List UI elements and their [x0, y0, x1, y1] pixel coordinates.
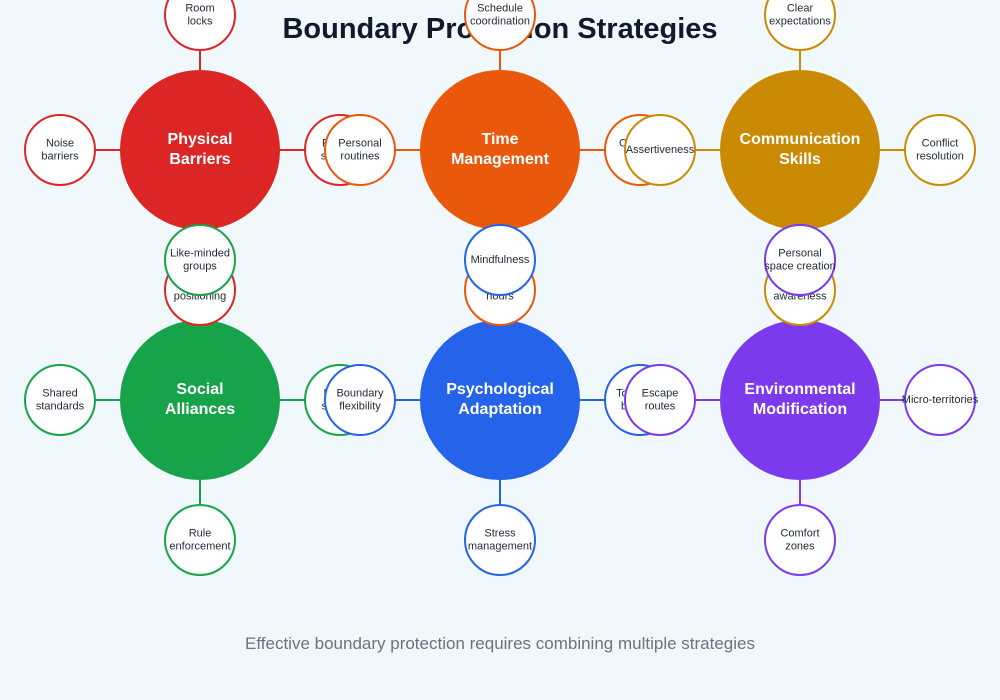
leaf-circle	[764, 224, 836, 296]
leaf-circle	[164, 0, 236, 51]
leaf-circle	[624, 114, 696, 186]
leaf-circle	[764, 504, 836, 576]
leaf-circle	[464, 504, 536, 576]
leaf-node-mindfulness[interactable]: Mindfulness	[464, 224, 536, 296]
leaf-circle	[464, 0, 536, 51]
leaf-circle	[164, 224, 236, 296]
leaf-label: Micro-territories	[902, 394, 979, 406]
leaf-circle	[324, 114, 396, 186]
leaf-circle	[764, 0, 836, 51]
leaf-circle	[324, 364, 396, 436]
leaf-circle	[24, 364, 96, 436]
leaf-circle	[164, 504, 236, 576]
hub-node-time-management[interactable]	[420, 70, 580, 230]
leaf-node-micro-territories[interactable]: Micro-territories	[902, 364, 979, 436]
leaf-circle	[904, 114, 976, 186]
footer-caption: Effective boundary protection requires c…	[245, 634, 755, 653]
hub-node-psychological-adaptation[interactable]	[420, 320, 580, 480]
hub-node-environmental-modification[interactable]	[720, 320, 880, 480]
leaf-circle	[464, 224, 536, 296]
hub-node-physical-barriers[interactable]	[120, 70, 280, 230]
leaf-label: Assertiveness	[626, 144, 695, 156]
hub-node-social-alliances[interactable]	[120, 320, 280, 480]
leaf-label: Mindfulness	[471, 254, 530, 266]
hub-node-communication-skills[interactable]	[720, 70, 880, 230]
leaf-circle	[24, 114, 96, 186]
leaf-node-assertiveness[interactable]: Assertiveness	[624, 114, 696, 186]
leaf-circle	[904, 364, 976, 436]
leaf-circle	[624, 364, 696, 436]
